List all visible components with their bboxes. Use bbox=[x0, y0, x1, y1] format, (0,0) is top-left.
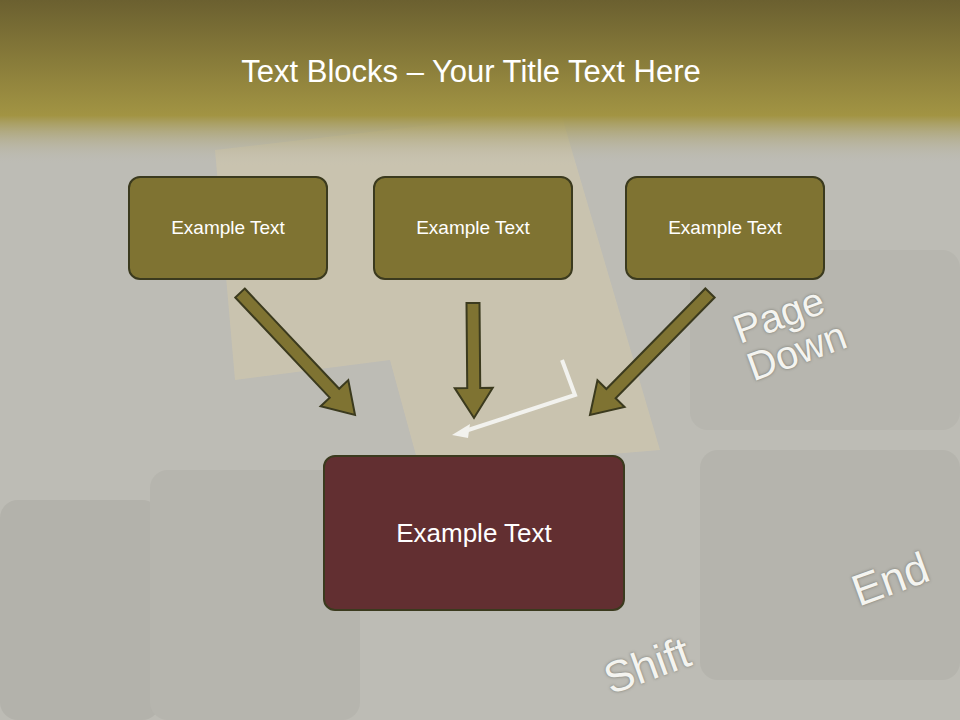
box-text: Example Text bbox=[171, 217, 285, 239]
header-band bbox=[0, 0, 960, 165]
box-text: Example Text bbox=[668, 217, 782, 239]
slide-title: Text Blocks – Your Title Text Here bbox=[0, 54, 942, 90]
text-block-box: Example Text bbox=[373, 176, 573, 280]
text-block-box: Example Text bbox=[323, 455, 625, 611]
block-arrow bbox=[235, 289, 355, 415]
enter-symbol-head bbox=[452, 424, 470, 438]
key-shape bbox=[0, 500, 160, 720]
block-arrow bbox=[590, 288, 715, 415]
box-text: Example Text bbox=[416, 217, 530, 239]
text-block-box: Example Text bbox=[625, 176, 825, 280]
text-block-box: Example Text bbox=[128, 176, 328, 280]
box-text: Example Text bbox=[396, 518, 552, 549]
block-arrow bbox=[455, 303, 493, 418]
